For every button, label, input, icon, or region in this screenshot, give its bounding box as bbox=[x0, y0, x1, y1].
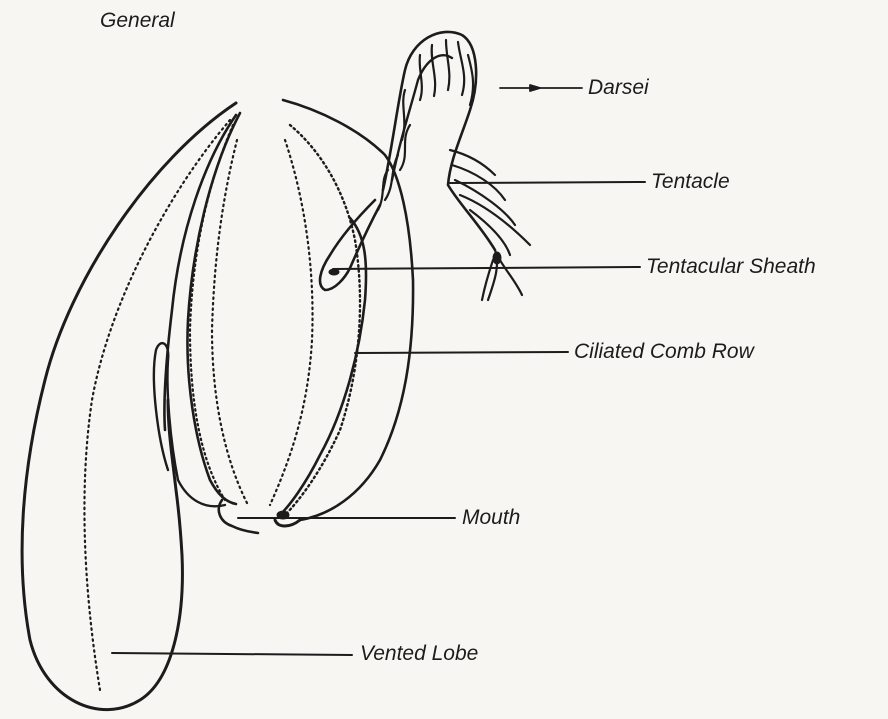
tentacle-leader-line bbox=[450, 182, 645, 183]
label-mouth: Mouth bbox=[462, 507, 520, 528]
left-lobe-comb-row bbox=[84, 120, 230, 690]
tentacle-branches bbox=[450, 150, 530, 300]
body-right-edge bbox=[283, 100, 413, 520]
label-tentacular-sheath: Tentacular Sheath bbox=[646, 256, 816, 277]
label-tentacle: Tentacle bbox=[651, 171, 730, 192]
label-ciliated-comb-row: Ciliated Comb Row bbox=[574, 341, 754, 362]
body-inner-comb-row bbox=[212, 140, 248, 505]
body-center-comb-row bbox=[270, 140, 313, 505]
label-vented-lobe: Vented Lobe bbox=[360, 643, 478, 664]
left-lobe-inner-edge bbox=[164, 115, 236, 430]
vented-lobe-leader-line bbox=[112, 653, 352, 655]
label-darsei: Darsei bbox=[588, 77, 649, 98]
mouth-lip-right bbox=[275, 520, 300, 526]
ciliated-comb-row-leader-line bbox=[355, 352, 568, 353]
tentacle-stalk-inner bbox=[392, 55, 452, 180]
diagram-title: General bbox=[100, 10, 175, 31]
left-lobe-outline bbox=[22, 103, 236, 710]
darsei-arrow bbox=[530, 85, 540, 91]
tentacular-sheath-leader-line bbox=[333, 267, 640, 269]
tentacle-knot bbox=[493, 252, 501, 264]
tentacular-sheath bbox=[320, 200, 380, 290]
